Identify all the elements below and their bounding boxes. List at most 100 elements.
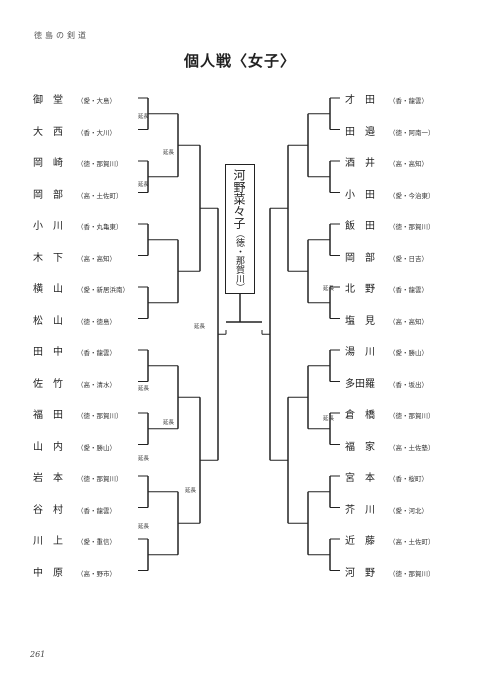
right-player-5: 飯 田 （徳・那賀川） <box>345 217 480 232</box>
player-affiliation: （愛・日吉） <box>389 254 428 263</box>
player-affiliation: （徳・阿南一） <box>389 128 435 137</box>
left-player-7: 横 山 （愛・新居浜南） <box>33 280 183 295</box>
player-name: 小 川 <box>33 221 63 232</box>
player-name: 飯 田 <box>345 221 375 232</box>
player-affiliation: （香・桜町） <box>389 475 428 483</box>
champion-box: 河野菜々子（徳・那賀川） <box>225 164 255 294</box>
player-name: 北 野 <box>345 284 375 295</box>
player-affiliation: （高・土佐塾） <box>389 443 435 452</box>
player-name: 田 中 <box>33 347 63 358</box>
player-affiliation: （愛・今治東） <box>389 191 435 200</box>
player-affiliation: （徳・那賀川） <box>389 223 435 231</box>
left-player-12: 山 内 （愛・勝山） <box>33 438 183 453</box>
left-player-6: 木 下 （高・高知） <box>33 249 183 264</box>
player-affiliation: （香・龍雲） <box>77 349 116 357</box>
running-header: 徳島の剣道 <box>34 31 89 40</box>
player-affiliation: （高・土佐町） <box>389 538 435 546</box>
player-affiliation: （香・坂出） <box>389 380 428 389</box>
left-player-9: 田 中 （香・龍雲） <box>33 343 183 358</box>
right-player-3: 酒 井 （高・高知） <box>345 154 480 169</box>
player-name: 田 邉 <box>345 126 375 138</box>
right-player-6: 岡 部 （愛・日吉） <box>345 249 480 264</box>
player-name: 大 西 <box>33 126 63 138</box>
player-affiliation: （徳・那賀川） <box>77 412 123 420</box>
right-player-10: 多田羅 （香・坂出） <box>345 375 480 390</box>
player-name: 山 内 <box>33 441 63 453</box>
player-affiliation: （高・高知） <box>77 254 116 263</box>
extension-label: 延長 <box>185 488 197 494</box>
player-name: 宮 本 <box>345 473 375 484</box>
right-player-2: 田 邉 （徳・阿南一） <box>345 123 480 138</box>
player-affiliation: （香・龍雲） <box>389 286 428 294</box>
left-player-2: 大 西（香・大川） <box>33 123 183 138</box>
player-affiliation: （愛・大島） <box>77 97 116 105</box>
right-player-15: 近 藤 （高・土佐町） <box>345 532 480 547</box>
champion-affiliation: （徳・那賀川） <box>234 229 244 292</box>
right-player-1: 才 田 （香・龍雲） <box>345 91 480 106</box>
player-affiliation: （愛・重信） <box>77 538 116 546</box>
player-name: 湯 川 <box>345 347 375 358</box>
player-affiliation: （高・清水） <box>77 380 116 389</box>
page-number: 261 <box>30 650 46 659</box>
player-affiliation: （高・高知） <box>389 160 428 168</box>
player-name: 倉 橋 <box>345 410 375 421</box>
player-name: 木 下 <box>33 252 63 264</box>
player-affiliation: （高・野市） <box>77 569 116 578</box>
player-affiliation: （徳・那賀川） <box>77 160 123 168</box>
extension-label: 延長 <box>323 286 335 292</box>
left-player-16: 中 原 （高・野市） <box>33 564 183 579</box>
extension-label: 延長 <box>323 416 335 422</box>
player-name: 谷 村 <box>33 504 63 516</box>
right-player-11: 倉 橋 （徳・那賀川） <box>345 406 480 421</box>
left-player-11: 福 田 （徳・那賀川） <box>33 406 183 421</box>
player-name: 岡 部 <box>33 189 63 201</box>
player-affiliation: （愛・勝山） <box>77 443 116 452</box>
player-name: 小 田 <box>345 189 375 201</box>
player-affiliation: （徳・那賀川） <box>389 412 435 420</box>
player-name: 中 原 <box>33 567 63 579</box>
player-name: 福 田 <box>33 410 63 421</box>
right-player-13: 宮 本 （香・桜町） <box>345 469 480 484</box>
player-name: 才 田 <box>345 95 375 106</box>
player-name: 川 上 <box>33 536 63 547</box>
player-name: 酒 井 <box>345 158 375 169</box>
left-player-3: 岡 崎 （徳・那賀川） <box>33 154 183 169</box>
left-player-13: 岩 本（徳・那賀川） <box>33 469 183 484</box>
right-player-16: 河 野（徳・那賀川） <box>345 564 480 579</box>
player-affiliation: （愛・勝山） <box>389 349 428 357</box>
player-affiliation: （香・龍雲） <box>389 97 428 105</box>
player-name: 福 家 <box>345 441 375 453</box>
player-name: 岡 部 <box>345 252 375 264</box>
right-player-7: 北 野 （香・龍雲） <box>345 280 480 295</box>
extension-label: 延長 <box>138 386 150 392</box>
player-affiliation: （香・龍雲） <box>77 506 116 515</box>
right-player-8: 塩 見（高・高知） <box>345 312 480 327</box>
champion-name: 河野菜々子 <box>232 169 246 229</box>
extension-label: 延長 <box>138 456 150 462</box>
player-name: 佐 竹 <box>33 378 63 390</box>
extension-label: 延長 <box>194 324 206 330</box>
player-affiliation: （香・丸亀東） <box>77 223 123 231</box>
player-affiliation: （愛・新居浜南） <box>77 286 129 294</box>
left-player-14: 谷 村 （香・龍雲） <box>33 501 183 516</box>
player-name: 横 山 <box>33 284 63 295</box>
player-name: 岩 本 <box>33 473 63 484</box>
extension-label: 延長 <box>138 524 150 530</box>
right-player-9: 湯 川 （愛・勝山） <box>345 343 480 358</box>
player-affiliation: （愛・河北） <box>389 506 428 515</box>
player-name: 岡 崎 <box>33 158 63 169</box>
left-player-10: 佐 竹 （高・清水） <box>33 375 183 390</box>
extension-label: 延長 <box>138 114 150 120</box>
player-affiliation: （高・土佐町） <box>77 191 123 200</box>
right-player-14: 芥 川 （愛・河北） <box>345 501 480 516</box>
left-player-5: 小 川 （香・丸亀東） <box>33 217 183 232</box>
extension-label: 延長 <box>163 420 175 426</box>
player-name: 近 藤 <box>345 536 375 547</box>
player-name: 多田羅 <box>345 378 375 390</box>
player-name: 塩 見 <box>345 315 375 327</box>
left-player-4: 岡 部 （高・土佐町） <box>33 186 183 201</box>
player-name: 河 野 <box>345 567 375 579</box>
player-name: 芥 川 <box>345 504 375 516</box>
player-name: 松 山 <box>33 315 63 327</box>
